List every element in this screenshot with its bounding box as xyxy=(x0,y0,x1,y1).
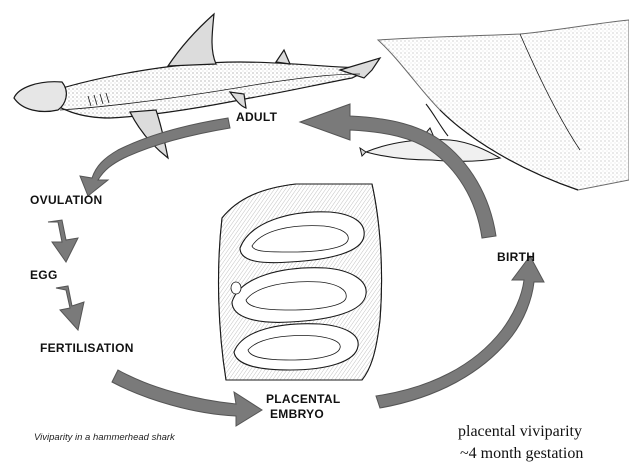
placental-embryo-section-illustration xyxy=(219,184,382,380)
note-line-2: ~4 month gestation xyxy=(460,443,583,465)
note-line-1: placental viviparity xyxy=(458,421,582,443)
arrow-embryo-to-birth xyxy=(376,256,544,408)
arrow-ovulation-to-egg xyxy=(48,220,78,262)
stage-label-birth: BIRTH xyxy=(497,250,535,264)
stage-label-egg: EGG xyxy=(30,268,58,282)
stage-label-placental: PLACENTAL xyxy=(266,392,340,406)
stage-label-fertilisation: FERTILISATION xyxy=(40,341,134,355)
stage-label-ovulation: OVULATION xyxy=(30,193,102,207)
birth-illustration xyxy=(360,20,629,190)
stage-label-adult: ADULT xyxy=(236,110,277,124)
arrow-egg-to-fertilisation xyxy=(56,286,84,330)
figure-caption: Viviparity in a hammerhead shark xyxy=(34,432,175,443)
stage-label-embryo: EMBRYO xyxy=(270,407,324,421)
hammerhead-shark-illustration xyxy=(14,14,380,158)
